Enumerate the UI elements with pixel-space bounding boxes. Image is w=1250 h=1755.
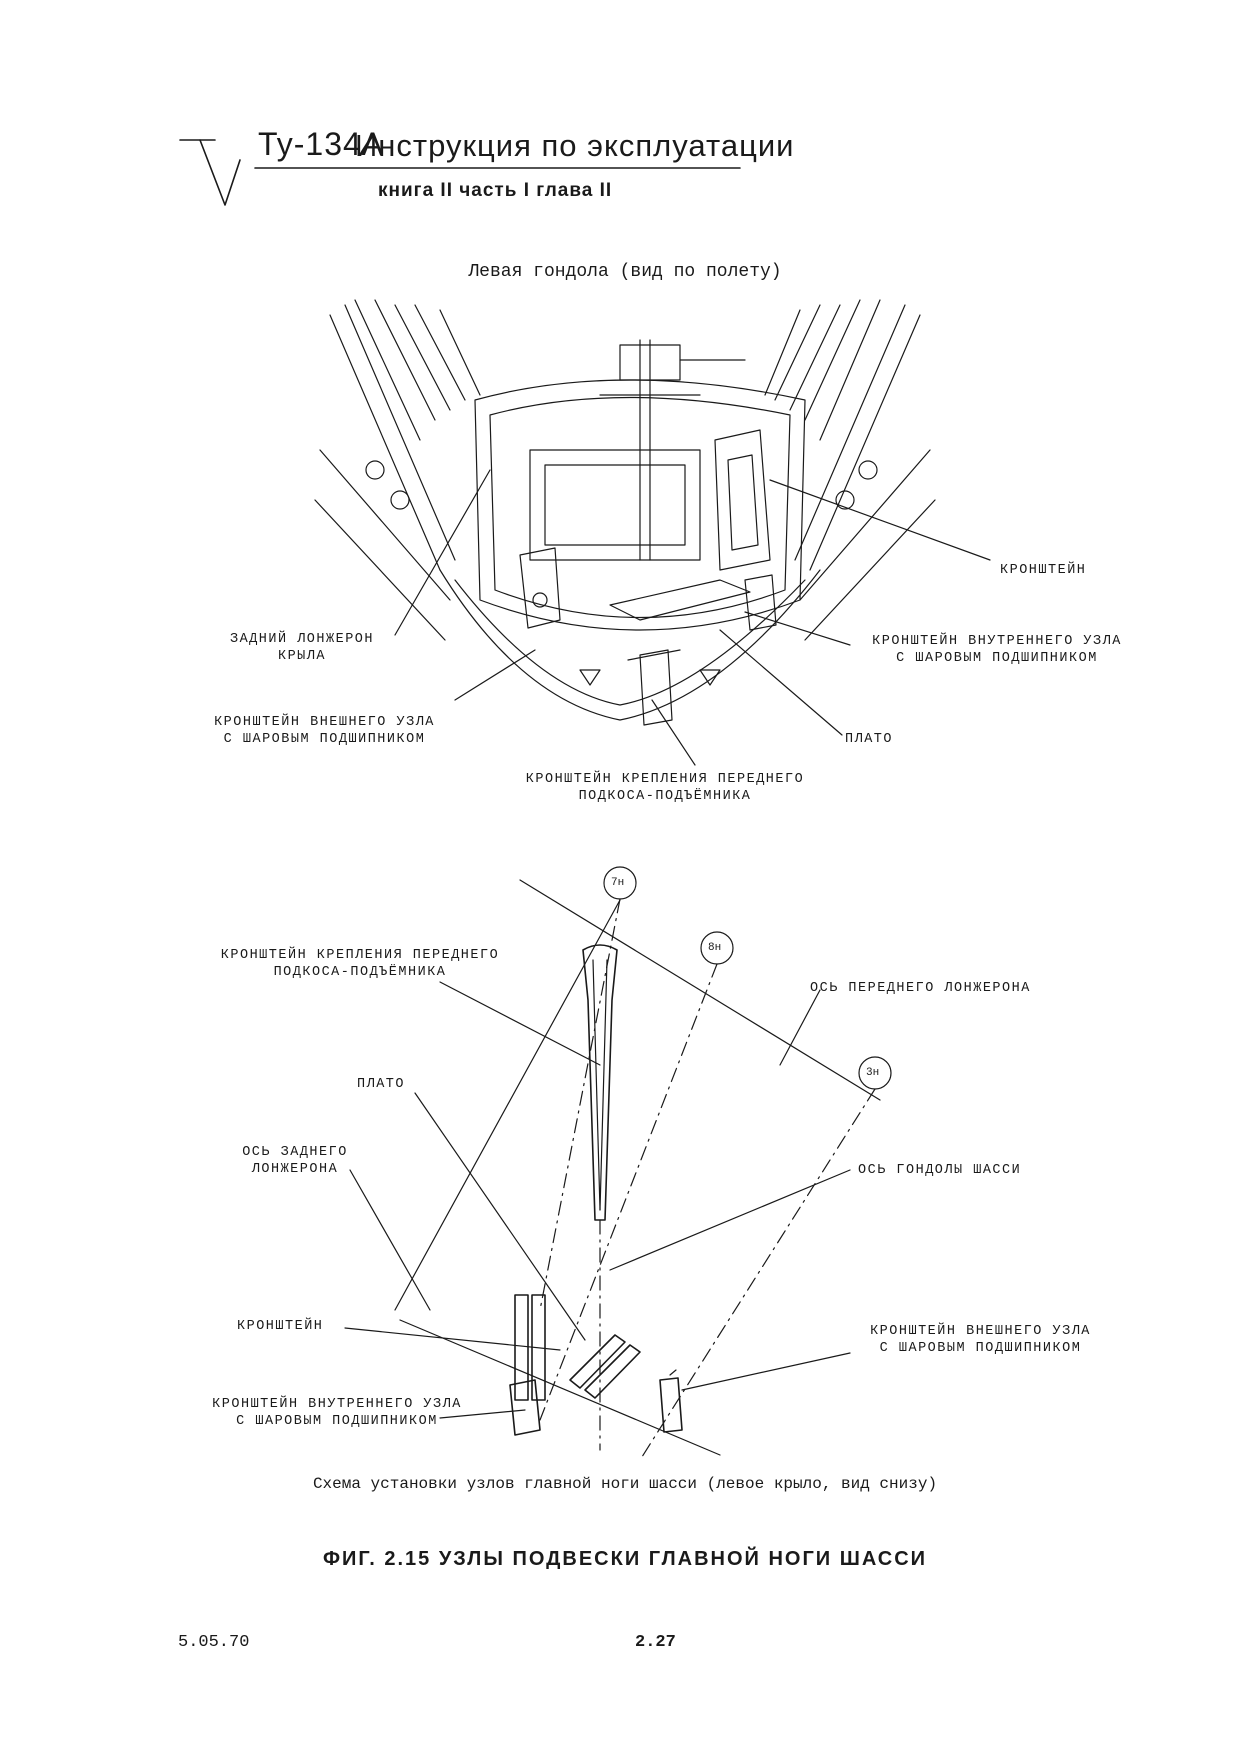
bottom-figure-caption: Схема установки узлов главной ноги шасси… <box>312 1475 938 1493</box>
axis-rear-spar <box>394 899 621 1311</box>
bottom-label-os-zadnego-line2: ЛОНЖЕРОНА <box>251 1162 339 1177</box>
footer-date: 5.05.70 <box>178 1633 250 1652</box>
marker-3n: 3н <box>866 1067 880 1079</box>
top-label-vnutr-uzel: КРОНШТЕЙН ВНУТРЕННЕГО УЗЛА С ШАРОВЫМ ПОД… <box>852 633 1142 667</box>
top-label-podkos-line1: КРОНШТЕЙН КРЕПЛЕНИЯ ПЕРЕДНЕГО <box>525 772 805 787</box>
header-subtitle: книга II часть I глава II <box>378 180 613 201</box>
bottom-label-os-gondoly: ОСЬ ГОНДОЛЫ ШАССИ <box>858 1163 1022 1178</box>
top-label-zadniy-lonzheron-line2: КРЫЛА <box>277 649 326 664</box>
bottom-label-vneshn-uzel-line1: КРОНШТЕЙН ВНЕШНЕГО УЗЛА <box>870 1324 1091 1339</box>
top-label-podkos: КРОНШТЕЙН КРЕПЛЕНИЯ ПЕРЕДНЕГО ПОДКОСА-ПО… <box>500 771 830 805</box>
bottom-label-os-zadnego: ОСЬ ЗАДНЕГО ЛОНЖЕРОНА <box>215 1144 375 1178</box>
page-number: 2.27 <box>635 1633 676 1652</box>
top-label-vneshn-uzel-line2: С ШАРОВЫМ ПОДШИПНИКОМ <box>223 732 426 747</box>
top-label-vneshn-uzel-line1: КРОНШТЕЙН ВНЕШНЕГО УЗЛА <box>214 715 435 730</box>
bottom-label-os-zadnego-line1: ОСЬ ЗАДНЕГО <box>242 1145 348 1160</box>
bottom-label-podkos: КРОНШТЕЙН КРЕПЛЕНИЯ ПЕРЕДНЕГО ПОДКОСА-ПО… <box>195 947 525 981</box>
logo-triangle <box>179 139 241 206</box>
top-label-kronshtein: КРОНШТЕЙН <box>1000 563 1087 578</box>
top-figure-caption: Левая гондола (вид по полету) <box>468 262 782 282</box>
top-label-vneshn-uzel: КРОНШТЕЙН ВНЕШНЕГО УЗЛА С ШАРОВЫМ ПОДШИП… <box>192 714 457 748</box>
top-label-zadniy-lonzheron-line1: ЗАДНИЙ ЛОНЖЕРОН <box>229 632 375 647</box>
bottom-label-podkos-line2: ПОДКОСА-ПОДЪЁМНИКА <box>273 965 447 980</box>
top-label-vnutr-uzel-line2: С ШАРОВЫМ ПОДШИПНИКОМ <box>896 651 1098 666</box>
plate-2 <box>584 1344 641 1399</box>
bottom-label-vneshn-uzel-line2: С ШАРОВЫМ ПОДШИПНИКОМ <box>879 1341 1082 1356</box>
strut-bracket <box>582 944 618 1221</box>
nacelle-drawing <box>314 299 991 766</box>
bottom-label-vnutr-uzel-line1: КРОНШТЕЙН ВНУТРЕННЕГО УЗЛА <box>212 1397 462 1412</box>
top-label-plato: ПЛАТО <box>845 732 894 747</box>
marker-8n: 8н <box>708 942 722 954</box>
bottom-label-vnutr-uzel-line2: С ШАРОВЫМ ПОДШИПНИКОМ <box>236 1414 438 1429</box>
bottom-label-kronshtein: КРОНШТЕЙН <box>237 1319 324 1334</box>
top-label-podkos-line2: ПОДКОСА-ПОДЪЁМНИКА <box>578 789 752 804</box>
top-label-zadniy-lonzheron: ЗАДНИЙ ЛОНЖЕРОН КРЫЛА <box>192 631 412 665</box>
top-label-vnutr-uzel-line1: КРОНШТЕЙН ВНУТРЕННЕГО УЗЛА <box>872 634 1122 649</box>
outer-node-bracket <box>659 1377 683 1433</box>
plate-1 <box>569 1334 626 1389</box>
bottom-label-plato: ПЛАТО <box>357 1077 406 1092</box>
scheme-drawing <box>344 866 892 1461</box>
bottom-label-podkos-line1: КРОНШТЕЙН КРЕПЛЕНИЯ ПЕРЕДНЕГО <box>220 948 500 963</box>
header-brand: Ту-134А <box>258 126 385 162</box>
bottom-label-vnutr-uzel: КРОНШТЕЙН ВНУТРЕННЕГО УЗЛА С ШАРОВЫМ ПОД… <box>192 1396 482 1430</box>
figure-title: ФИГ. 2.15 УЗЛЫ ПОДВЕСКИ ГЛАВНОЙ НОГИ ШАС… <box>322 1548 928 1570</box>
header-title: Инструкция по эксплуатации <box>355 128 795 163</box>
marker-7n: 7н <box>611 877 625 889</box>
bottom-label-os-perednego: ОСЬ ПЕРЕДНЕГО ЛОНЖЕРОНА <box>810 981 1031 996</box>
inner-node-bracket <box>509 1379 541 1436</box>
header-logo-graphic <box>179 139 741 206</box>
bottom-label-vneshn-uzel: КРОНШТЕЙН ВНЕШНЕГО УЗЛА С ШАРОВЫМ ПОДШИП… <box>848 1323 1113 1357</box>
axis-front-spar <box>519 879 881 1101</box>
